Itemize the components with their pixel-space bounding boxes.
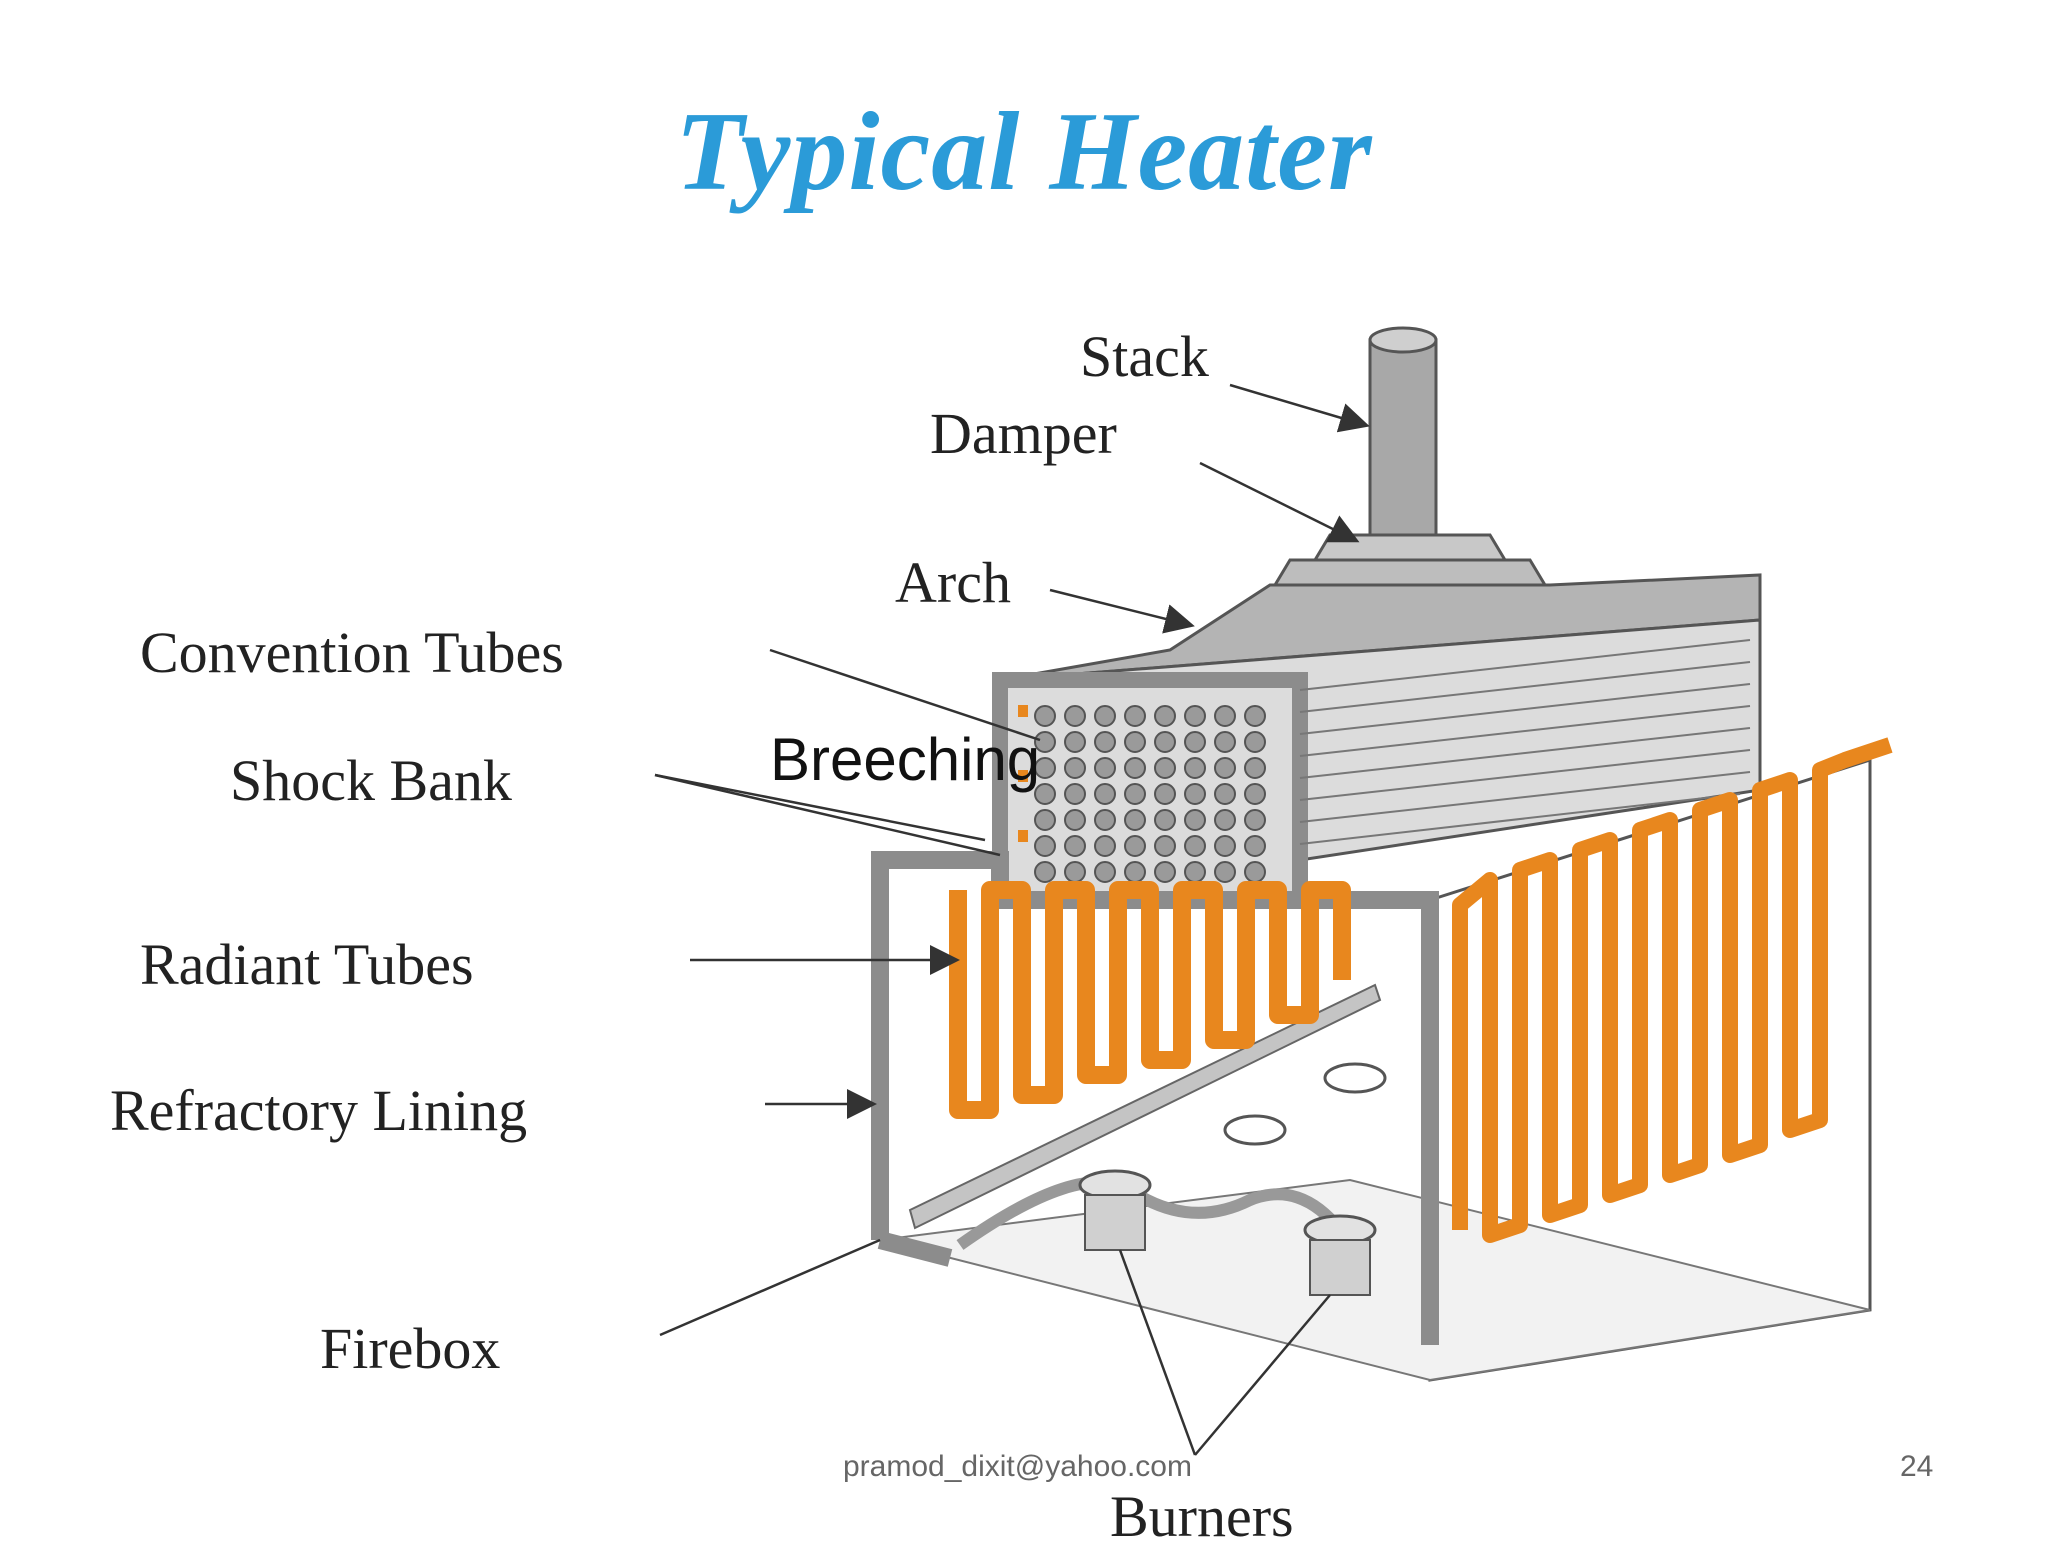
label-breeching: Breeching (770, 726, 1041, 793)
leader-firebox (659, 1238, 881, 1337)
footer-email: pramod_dixit@yahoo.com (843, 1450, 1192, 1483)
label-burners: Burners (1110, 1484, 1294, 1549)
burner-2 (1303, 1214, 1377, 1296)
leader-shock-bank-1 (654, 773, 1001, 857)
burner-1 (1078, 1169, 1152, 1251)
leader-stack (1229, 383, 1370, 433)
leader-damper (1199, 461, 1360, 543)
convection-section (992, 618, 1762, 902)
leader-shock-bank-2 (654, 773, 986, 842)
label-arch: Arch (895, 550, 1011, 615)
page-number: 24 (1900, 1450, 1934, 1483)
label-firebox: Firebox (320, 1316, 501, 1381)
label-radiant-tubes: Radiant Tubes (140, 932, 474, 997)
radiant-tubes-right (1452, 737, 1893, 1243)
damper-shape (1272, 533, 1548, 587)
leader-convention-tubes (769, 648, 1041, 742)
label-stack: Stack (1080, 324, 1209, 389)
label-damper: Damper (930, 401, 1117, 466)
label-refractory-lining: Refractory Lining (110, 1078, 528, 1143)
leader-burners-1 (1118, 1249, 1197, 1456)
radiant-tubes-left (949, 881, 1351, 1119)
label-convention-tubes: Convention Tubes (140, 620, 564, 685)
leader-burners-2 (1194, 1294, 1331, 1456)
leader-arch (1049, 588, 1195, 634)
label-shock-bank: Shock Bank (230, 748, 512, 813)
stack-shape (1368, 326, 1438, 552)
slide-title: Typical Heater (675, 90, 1373, 214)
